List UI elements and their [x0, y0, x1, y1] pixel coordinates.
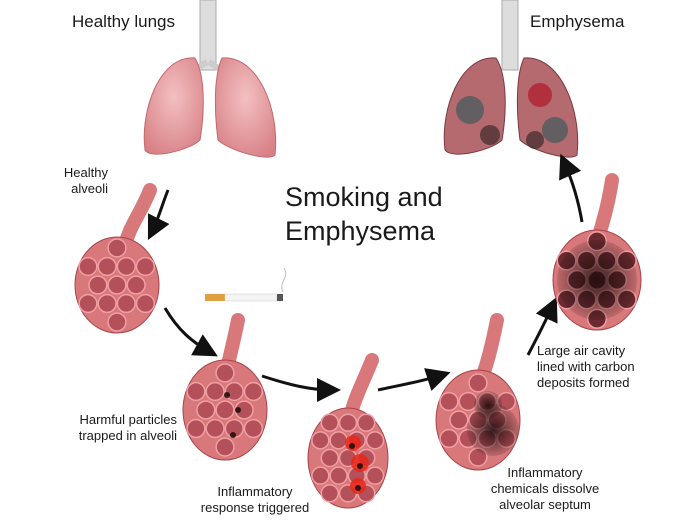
alveoli-inflammation-illustration: [307, 353, 389, 509]
alveoli-dissolving-septum-illustration: [435, 313, 521, 471]
label-line: alveolar septum: [499, 497, 591, 512]
label-line: Inflammatory: [507, 465, 583, 480]
label-line: alveoli: [71, 181, 108, 196]
emphysema-lungs-illustration: [443, 0, 579, 158]
healthy-lungs-title: Healthy lungs: [72, 12, 176, 31]
label-harmful-particles: Harmful particles trapped in alveoli: [40, 412, 177, 444]
label-line: Large air cavity: [537, 343, 626, 358]
emphysema-alveoli-illustration: [552, 173, 642, 331]
arrow-6: [559, 153, 584, 223]
arrow-3: [261, 374, 341, 402]
label-line: Inflammatory: [217, 484, 293, 499]
label-line: trapped in alveoli: [78, 428, 177, 443]
label-inflammatory-response: Inflammatory response triggered: [195, 484, 315, 516]
cycle-arrows: [147, 153, 584, 402]
label-chemicals-dissolve: Inflammatory chemicals dissolve alveolar…: [485, 465, 605, 513]
alveoli-trapped-particles-illustration: [182, 313, 268, 461]
label-line: deposits formed: [537, 375, 630, 390]
label-line: Healthy: [63, 165, 108, 180]
label-line: lined with carbon: [537, 359, 635, 374]
healthy-alveoli-illustration: [74, 183, 160, 334]
emphysema-title: Emphysema: [530, 12, 625, 31]
arrow-5: [526, 296, 558, 356]
healthy-lungs-illustration: [143, 0, 277, 158]
arrow-4: [377, 368, 451, 392]
label-large-air-cavity: Large air cavity lined with carbon depos…: [537, 343, 635, 391]
label-line: Harmful particles: [79, 412, 177, 427]
arrow-1: [147, 189, 170, 241]
label-line: chemicals dissolve: [490, 481, 600, 496]
label-healthy-alveoli: Healthy alveoli: [58, 165, 108, 197]
label-line: response triggered: [200, 500, 310, 515]
diagram-title: Smoking and Emphysema: [285, 180, 443, 248]
title-line: Smoking and: [285, 182, 443, 212]
cigarette-illustration: [205, 267, 287, 302]
title-line: Emphysema: [285, 216, 436, 246]
arrow-2: [163, 307, 218, 357]
